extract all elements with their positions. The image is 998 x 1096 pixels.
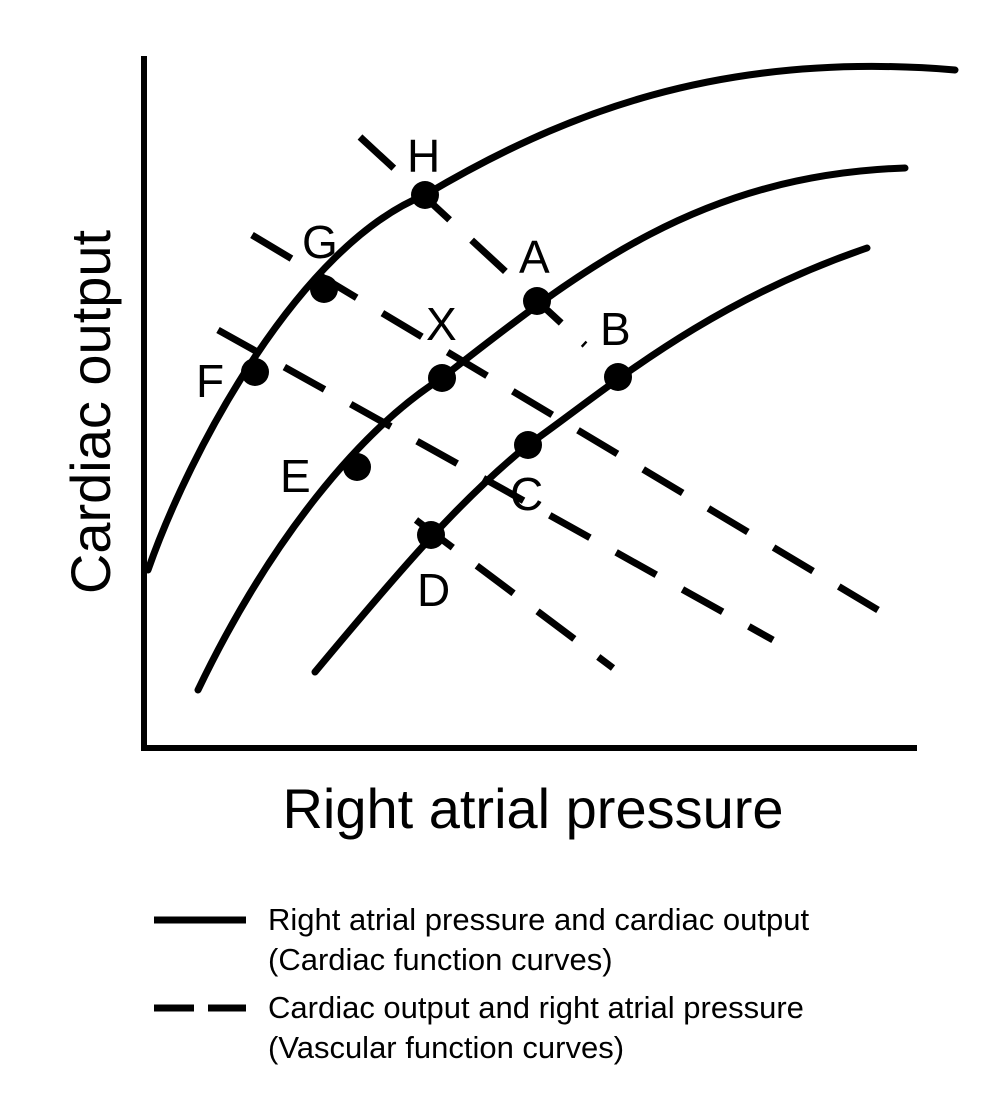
point-labels: H G A X B F E C D (196, 130, 631, 616)
vascular-curve-high (357, 134, 588, 348)
legend-item-dashed: Cardiac output and right atrial pressure… (150, 988, 970, 1068)
point-a-marker (523, 287, 551, 315)
legend-text-dashed: Cardiac output and right atrial pressure… (268, 988, 804, 1068)
legend-dashed-line1: Cardiac output and right atrial pressure (268, 990, 804, 1025)
point-f-marker (241, 358, 269, 386)
point-c-marker (514, 431, 542, 459)
point-d-marker (417, 521, 445, 549)
point-h-marker (411, 181, 439, 209)
vascular-curve-low (413, 517, 616, 671)
point-label-a: A (519, 231, 550, 283)
cardiac-curve-low (311, 244, 871, 676)
point-label-b: B (600, 303, 631, 355)
legend-solid-line2: (Cardiac function curves) (268, 942, 613, 977)
point-label-f: F (196, 355, 224, 407)
vascular-curve-middle-upper (250, 231, 880, 614)
vascular-curve-middle-lower (216, 326, 775, 644)
point-label-h: H (407, 130, 440, 182)
x-axis-title: Right atrial pressure (282, 777, 783, 840)
solid-line-swatch (154, 916, 246, 924)
intersection-points (241, 181, 632, 549)
point-label-c: C (510, 468, 543, 520)
legend: Right atrial pressure and cardiac output… (150, 900, 970, 1076)
point-label-g: G (302, 216, 338, 268)
legend-dashed-line2: (Vascular function curves) (268, 1030, 625, 1065)
vascular-function-curves (216, 134, 880, 671)
legend-item-solid: Right atrial pressure and cardiac output… (150, 900, 970, 980)
cardiac-function-curves (144, 62, 959, 694)
point-e-marker (343, 453, 371, 481)
point-label-x: X (426, 298, 457, 350)
point-g-marker (310, 275, 338, 303)
point-label-e: E (280, 450, 311, 502)
y-axis-title: Cardiac output (59, 229, 122, 594)
point-x-marker (428, 364, 456, 392)
point-label-d: D (417, 564, 450, 616)
dashed-line-swatch (154, 1004, 246, 1012)
legend-text-solid: Right atrial pressure and cardiac output… (268, 900, 809, 980)
point-b-marker (604, 363, 632, 391)
axes (141, 56, 917, 751)
cardiac-vascular-function-diagram: H G A X B F E C D Cardiac output Right a… (59, 56, 959, 840)
legend-solid-line1: Right atrial pressure and cardiac output (268, 902, 810, 937)
